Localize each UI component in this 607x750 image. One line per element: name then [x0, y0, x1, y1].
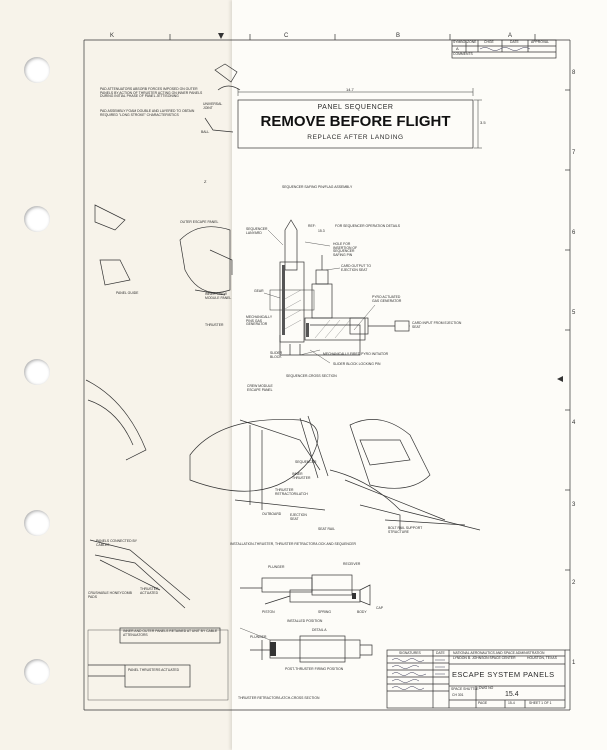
label-ball: BALL	[201, 130, 210, 134]
row-marker-5: 5	[572, 310, 576, 316]
label-outer-escape-panel: OUTER ESCAPE PANEL	[180, 220, 219, 224]
note-pad-assembly: PAD ASSEMBLY FOAM DOUBLE AND LAYERED TO …	[100, 109, 195, 117]
drawing-number: 15.4	[505, 691, 519, 698]
sign-line-replace-after-landing: REPLACE AFTER LANDING	[307, 134, 404, 141]
label-sequencer-lanyard: SEQUENCER LANYARD	[246, 227, 268, 235]
label-pyro-gas-generator: PYRO ACTUATED GAS GENERATOR	[372, 295, 402, 303]
title-block-location: HOUSTON, TEXAS	[527, 656, 557, 660]
revision-header-chge: CHGE	[484, 40, 494, 44]
sequencer-ref-number: 15.3	[318, 229, 325, 233]
label-safing-pin-hole: HOLE FOR INSERTION OF SEQUENCER SAFING P…	[333, 242, 358, 258]
label-cap: CAP	[376, 606, 383, 610]
label-body: BODY	[357, 610, 367, 614]
drawing-title: ESCAPE SYSTEM PANELS	[452, 670, 555, 679]
label-thruster: THRUSTER	[205, 323, 224, 327]
label-universal-joint: UNIVERSAL JOINT	[203, 102, 223, 110]
binder-hole-5	[24, 659, 50, 685]
column-marker-c: C	[284, 33, 289, 39]
sign-line-remove-before-flight: REMOVE BEFORE FLIGHT	[260, 113, 451, 130]
label-slider-locking-pin: SLIDER BLOCK LOCKING PIN	[333, 362, 381, 366]
revision-header-date: DATE	[510, 40, 519, 44]
sequencer-ref-text: FOR SEQUENCER OPERATION DETAILS	[335, 224, 401, 228]
binder-hole-2	[24, 206, 50, 232]
label-card-input: CARD INPUT FROM EJECTION SEAT	[412, 321, 462, 329]
row-marker-7: 7	[572, 150, 576, 156]
binder-hole-1	[24, 57, 50, 83]
binder-hole-4	[24, 510, 50, 536]
label-bolt-rail-support: BOLT RAIL SUPPORT STRUCTURE	[388, 526, 423, 534]
label-receiver: RECEIVER	[343, 562, 361, 566]
row-marker-6: 6	[572, 230, 576, 236]
detail-reference-z: Z	[204, 179, 207, 184]
label-plunger-post-firing: PLUNGER	[250, 635, 267, 639]
label-panel-thrusters-actuated: PANEL THRUSTERS ACTUATED	[128, 668, 180, 672]
title-block-signatures-header: SIGNATURES	[399, 651, 421, 655]
revision-header-zone: ZONE	[467, 40, 477, 44]
title-block-agency: NATIONAL AERONAUTICS AND SPACE ADMINISTR…	[453, 651, 545, 655]
label-slider-block: SLIDER BLOCK	[270, 351, 283, 359]
revision-header-symbol: SYMBOL	[453, 40, 468, 44]
thruster-post-firing-position: POST-THRUSTER FIRING POSITION	[285, 667, 344, 671]
label-panel-guide: PANEL GUIDE	[116, 291, 139, 295]
overlay-drawing-sheet	[232, 0, 607, 750]
title-block-date-header: DATE	[436, 651, 445, 655]
sequencer-section-title: SEQUENCER-CROSS SECTION	[286, 374, 337, 378]
note-inner-outer-retained: INNER AND OUTER PANELS RETAINED AT UNIT …	[123, 629, 218, 637]
title-block-ch-number: CH 301	[452, 693, 464, 697]
label-seat-rail: SEAT RAIL	[318, 527, 336, 531]
title-block-page-label: PAGE	[478, 701, 488, 705]
column-marker-a: A	[508, 33, 513, 39]
sign-width-dimension: 14.7	[346, 87, 354, 92]
thruster-installed-position: INSTALLED POSITION	[287, 619, 323, 623]
thruster-retractor-section-title: THRUSTER RETRACTOR/LATCH-CROSS SECTION	[238, 696, 320, 700]
binder-hole-3	[24, 359, 50, 385]
label-spring: SPRING	[318, 610, 331, 614]
revision-row-symbol: A	[456, 46, 459, 51]
label-piston: PISTON	[262, 610, 275, 614]
label-mechanically-fired-initiator: MECHANICALLY FIRED PYRO INITIATOR	[323, 352, 389, 356]
revision-comments-label: COMMENTS	[453, 52, 473, 56]
column-marker-k: K	[110, 33, 115, 39]
title-block-space-shuttle: SPACE SHUTTLE	[451, 687, 479, 691]
revision-header-approval: APPROVAL	[531, 40, 550, 44]
row-marker-4: 4	[572, 420, 576, 426]
sign-line-panel-sequencer: PANEL SEQUENCER	[317, 104, 394, 111]
label-outboard: OUTBOARD	[262, 512, 282, 516]
label-gear: GEAR	[254, 289, 264, 293]
title-block-page-number: 15-4	[508, 701, 515, 705]
label-crushable-pads: CRUSHABLE HONEYCOMB PADS	[88, 591, 132, 599]
title-block-center: LYNDON B. JOHNSON SPACE CENTER	[453, 656, 516, 660]
title-block-sheet: SHEET 1 OF 1	[529, 701, 552, 705]
label-inner-thruster: INNER THRUSTER	[292, 472, 311, 480]
label-mechanically-pins: MECHANICALLY PINS GAS GENERATOR	[246, 315, 273, 327]
thruster-detail-a: DETAIL A	[312, 628, 327, 632]
title-block-dwg-label: DWG NO	[479, 686, 494, 690]
sign-height-dimension: 3.5	[480, 120, 486, 125]
column-marker-b: B	[396, 33, 401, 39]
label-crew-module-escape-panel: CREW MODULE ESCAPE PANEL	[247, 384, 273, 392]
crew-installation-title: INSTALLATION-THRUSTER, THRUSTER RETRACTO…	[230, 542, 356, 546]
label-card-output: CARD OUTPUT TO EJECTION SEAT	[341, 264, 371, 272]
label-ejection-seat: EJECTION SEAT	[290, 513, 307, 521]
sequencer-ref-label: REF:	[308, 224, 316, 228]
sequencer-assembly-title: SEQUENCER SAFING PIN/FLAG ASSEMBLY	[282, 185, 353, 189]
row-marker-2: 2	[572, 580, 576, 586]
label-inner-crew-module-panel: INNER CREW MODULE PANEL	[205, 292, 232, 300]
label-panels-connected: PANELS CONNECTED BY CABLES	[96, 539, 137, 547]
label-thruster-actuated: THRUSTER ACTUATED	[140, 587, 159, 595]
label-plunger: PLUNGER	[268, 565, 285, 569]
label-sequencer: SEQUENCER	[295, 460, 317, 464]
row-marker-3: 3	[572, 502, 576, 508]
row-marker-1: 1	[572, 660, 576, 666]
row-marker-8: 8	[572, 70, 576, 76]
label-thruster-retractor-latch: THRUSTER RETRACTOR/LATCH	[275, 488, 308, 496]
note-pad-attenuators: PAD ATTENUATORS ABSORB FORCES IMPOSED ON…	[100, 87, 203, 99]
